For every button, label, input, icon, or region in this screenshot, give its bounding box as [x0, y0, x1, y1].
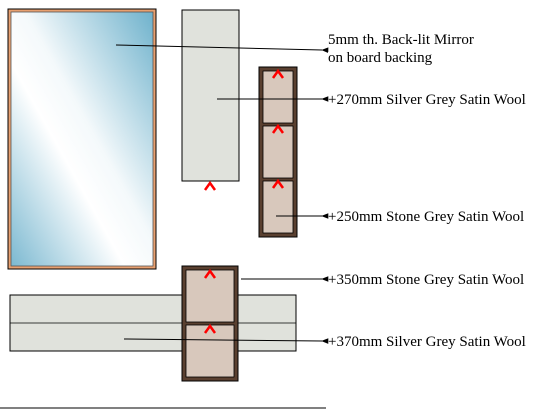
red-chevron-marker	[203, 268, 217, 279]
leader-panel-370	[123, 338, 329, 344]
label-panel-270: +270mm Silver Grey Satin Wool	[328, 92, 526, 108]
red-chevron-marker	[271, 68, 285, 79]
panel-250-cell-1	[262, 70, 294, 124]
red-chevron-marker	[203, 323, 217, 334]
panel-250-cell-3	[262, 180, 294, 234]
panel-250-stone-grey-stack	[258, 66, 298, 238]
label-panel-370: +370mm Silver Grey Satin Wool	[328, 334, 526, 350]
mirror-glass	[10, 11, 154, 267]
label-panel-350: +350mm Stone Grey Satin Wool	[328, 272, 524, 288]
label-mirror-line1: 5mm th. Back-lit Mirror	[328, 32, 474, 48]
panel-350-cell-2	[185, 324, 235, 378]
backlit-mirror	[7, 8, 157, 270]
panel-370-silver-grey	[9, 294, 297, 352]
panel-350-cell-1	[185, 269, 235, 323]
panel-270-silver-grey	[181, 9, 240, 182]
red-chevron-marker	[271, 123, 285, 134]
panel-250-cell-2	[262, 125, 294, 179]
leader-lines	[115, 44, 329, 344]
leader-mirror	[115, 44, 329, 53]
red-chevron-marker	[203, 180, 217, 191]
label-mirror-line2: on board backing	[328, 50, 433, 66]
panel-350-stone-grey-stack	[181, 265, 239, 382]
label-panel-250: +250mm Stone Grey Satin Wool	[328, 209, 524, 225]
red-chevron-marker	[271, 178, 285, 189]
red-markers	[203, 68, 285, 334]
